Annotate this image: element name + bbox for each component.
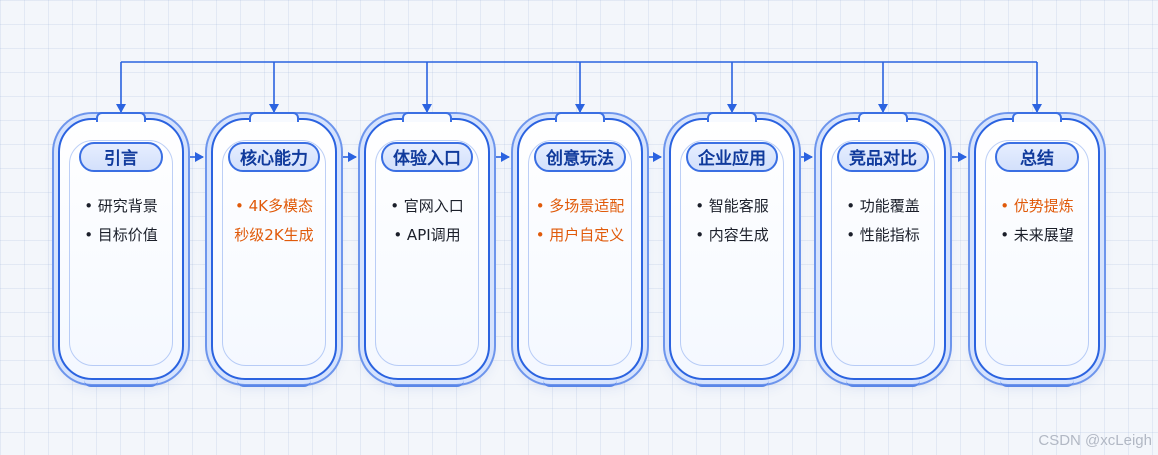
- card-top-tab: [1012, 112, 1062, 122]
- stage-card-1: 引言 • 研究背景 • 目标价值: [58, 112, 184, 387]
- stage-item: • 4K多模态: [235, 197, 313, 215]
- stage-item: • 性能指标: [846, 226, 920, 244]
- stage-item: • 官网入口: [390, 197, 464, 215]
- stage-title: 总结: [995, 142, 1079, 172]
- stage-item: • 未来展望: [1000, 226, 1074, 244]
- stage-items: • 功能覆盖 • 性能指标: [822, 192, 944, 250]
- stage-card-4: 创意玩法 • 多场景适配 • 用户自定义: [517, 112, 643, 387]
- stage-item: • 优势提炼: [1000, 197, 1074, 215]
- stage-item: • 用户自定义: [535, 226, 625, 244]
- stage-card-7: 总结 • 优势提炼 • 未来展望: [974, 112, 1100, 387]
- card-top-tab: [707, 112, 757, 122]
- watermark: CSDN @xcLeigh: [1038, 432, 1152, 449]
- stage-items: • 研究背景 • 目标价值: [60, 192, 182, 250]
- stage-item: • 功能覆盖: [846, 197, 920, 215]
- stage-item: • 智能客服: [695, 197, 769, 215]
- stage-card-3: 体验入口 • 官网入口 • API调用: [364, 112, 490, 387]
- stage-title: 体验入口: [381, 142, 473, 172]
- card-top-tab: [555, 112, 605, 122]
- card-top-tab: [249, 112, 299, 122]
- card-top-tab: [96, 112, 146, 122]
- card-top-tab: [402, 112, 452, 122]
- stage-title: 企业应用: [686, 142, 778, 172]
- stage-card-5: 企业应用 • 智能客服 • 内容生成: [669, 112, 795, 387]
- stage-item: • 研究背景: [84, 197, 158, 215]
- stage-item: • API调用: [393, 226, 461, 244]
- card-top-tab: [858, 112, 908, 122]
- stage-item: 秒级2K生成: [234, 226, 314, 244]
- stage-title: 核心能力: [228, 142, 320, 172]
- stage-title: 创意玩法: [534, 142, 626, 172]
- stage-item: • 多场景适配: [535, 197, 625, 215]
- stage-card-6: 竞品对比 • 功能覆盖 • 性能指标: [820, 112, 946, 387]
- stage-title: 引言: [79, 142, 163, 172]
- stage-items: • 4K多模态秒级2K生成: [213, 192, 335, 250]
- stage-items: • 智能客服 • 内容生成: [671, 192, 793, 250]
- stage-items: • 多场景适配 • 用户自定义: [519, 192, 641, 250]
- stage-item: • 内容生成: [695, 226, 769, 244]
- stage-items: • 官网入口 • API调用: [366, 192, 488, 250]
- stage-title: 竞品对比: [837, 142, 929, 172]
- stage-card-2: 核心能力 • 4K多模态秒级2K生成: [211, 112, 337, 387]
- stage-items: • 优势提炼 • 未来展望: [976, 192, 1098, 250]
- stage-item: • 目标价值: [84, 226, 158, 244]
